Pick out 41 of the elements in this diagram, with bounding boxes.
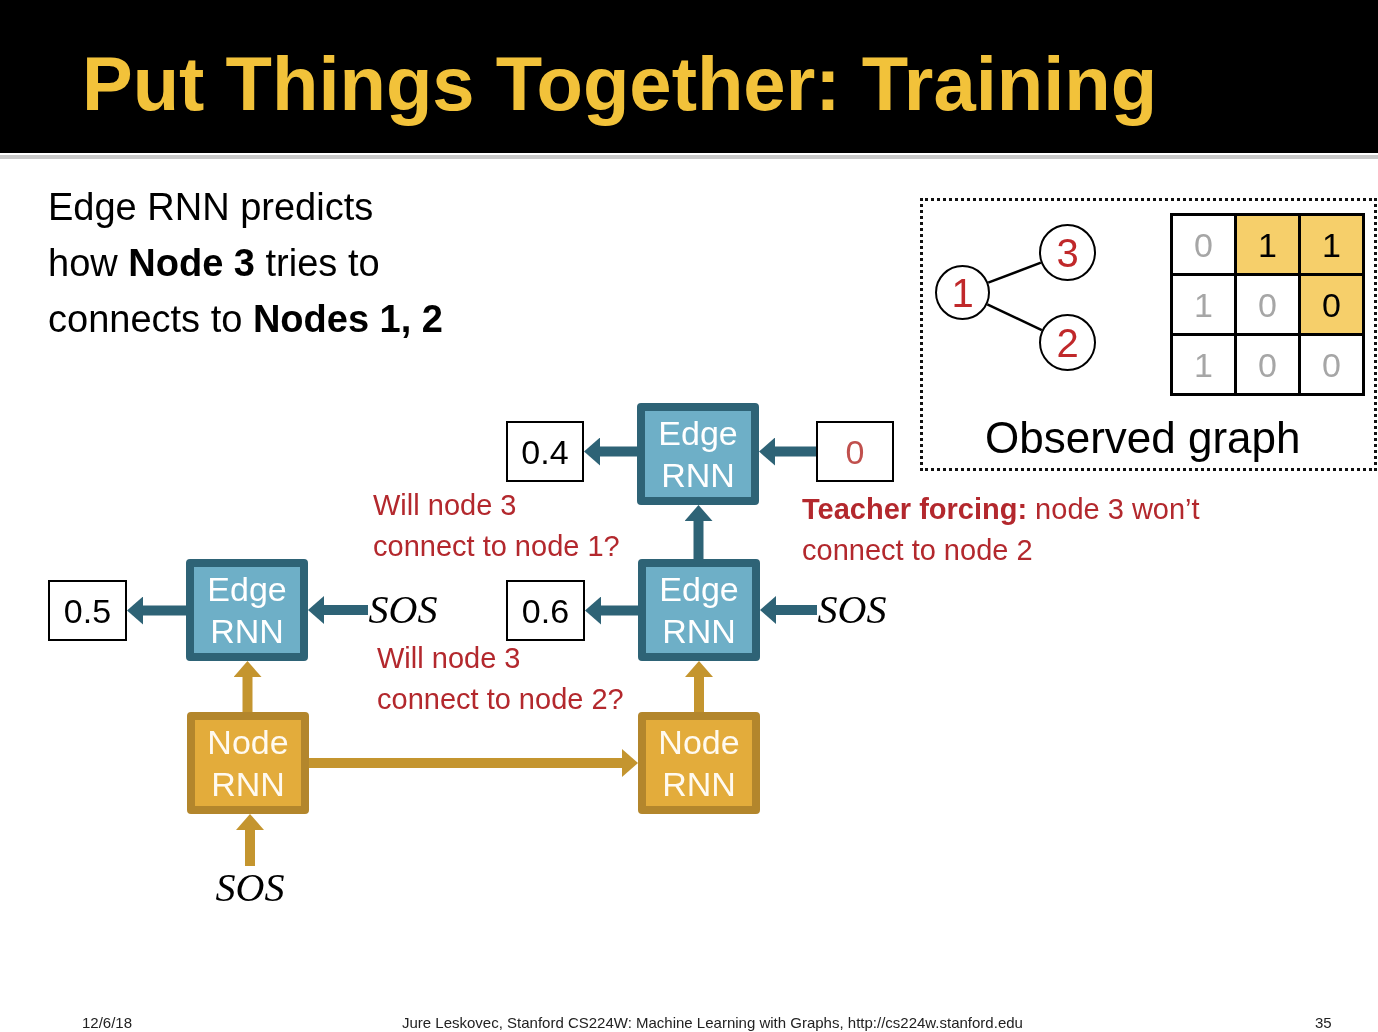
arrow [585,596,638,625]
arrow [684,505,713,559]
arrow [685,661,713,712]
connector-line [986,303,1043,332]
panel-caption: Observed graph [985,412,1301,464]
arrow [760,596,817,624]
value-box: 0 [816,421,894,482]
matrix-cell: 1 [1298,213,1365,276]
arrow [308,596,368,624]
edge-rnn-block: Edge RNN [637,403,759,505]
question-text: Will node 3 connect to node 2? [377,641,625,717]
connector-line [987,261,1042,284]
footer-date: 12/6/18 [82,1014,133,1032]
matrix-cell: 0 [1298,273,1365,336]
note-text: Teacher forcing: node 3 won’t connect to node 2 [802,492,1201,568]
arrow [759,437,816,466]
graph-node-circle: 3 [1039,224,1096,281]
page-number: 35 [1315,1014,1332,1032]
value-box: 0.4 [506,421,584,482]
edge-rnn-block: Edge RNN [186,559,308,661]
observed-graph-panel [920,198,1377,471]
matrix-cell: 1 [1170,333,1237,396]
edge-rnn-block: Edge RNN [638,559,760,661]
arrow [236,814,264,866]
node-rnn-block: Node RNN [187,712,309,814]
arrow [584,437,637,466]
graph-node-circle: 2 [1039,314,1096,371]
arrow [127,596,186,625]
graph-node-circle: 1 [935,265,990,320]
value-box: 0.5 [48,580,127,641]
arrow [233,661,262,712]
footer-text: Jure Leskovec, Stanford CS224W: Machine Learning with Graphs, http://cs224w.stanford.edu [402,1014,1023,1032]
token-text: SOS [215,866,285,910]
description-text: Edge RNN predicts how Node 3 tries to connects to Nodes 1, 2 [48,185,444,342]
token-text: SOS [817,588,887,632]
node-rnn-block: Node RNN [638,712,760,814]
value-box: 0.6 [506,580,585,641]
token-text: SOS [368,588,438,632]
matrix-cell: 0 [1298,333,1365,396]
arrow [309,749,638,777]
question-text: Will node 3 connect to node 1? [373,488,621,564]
